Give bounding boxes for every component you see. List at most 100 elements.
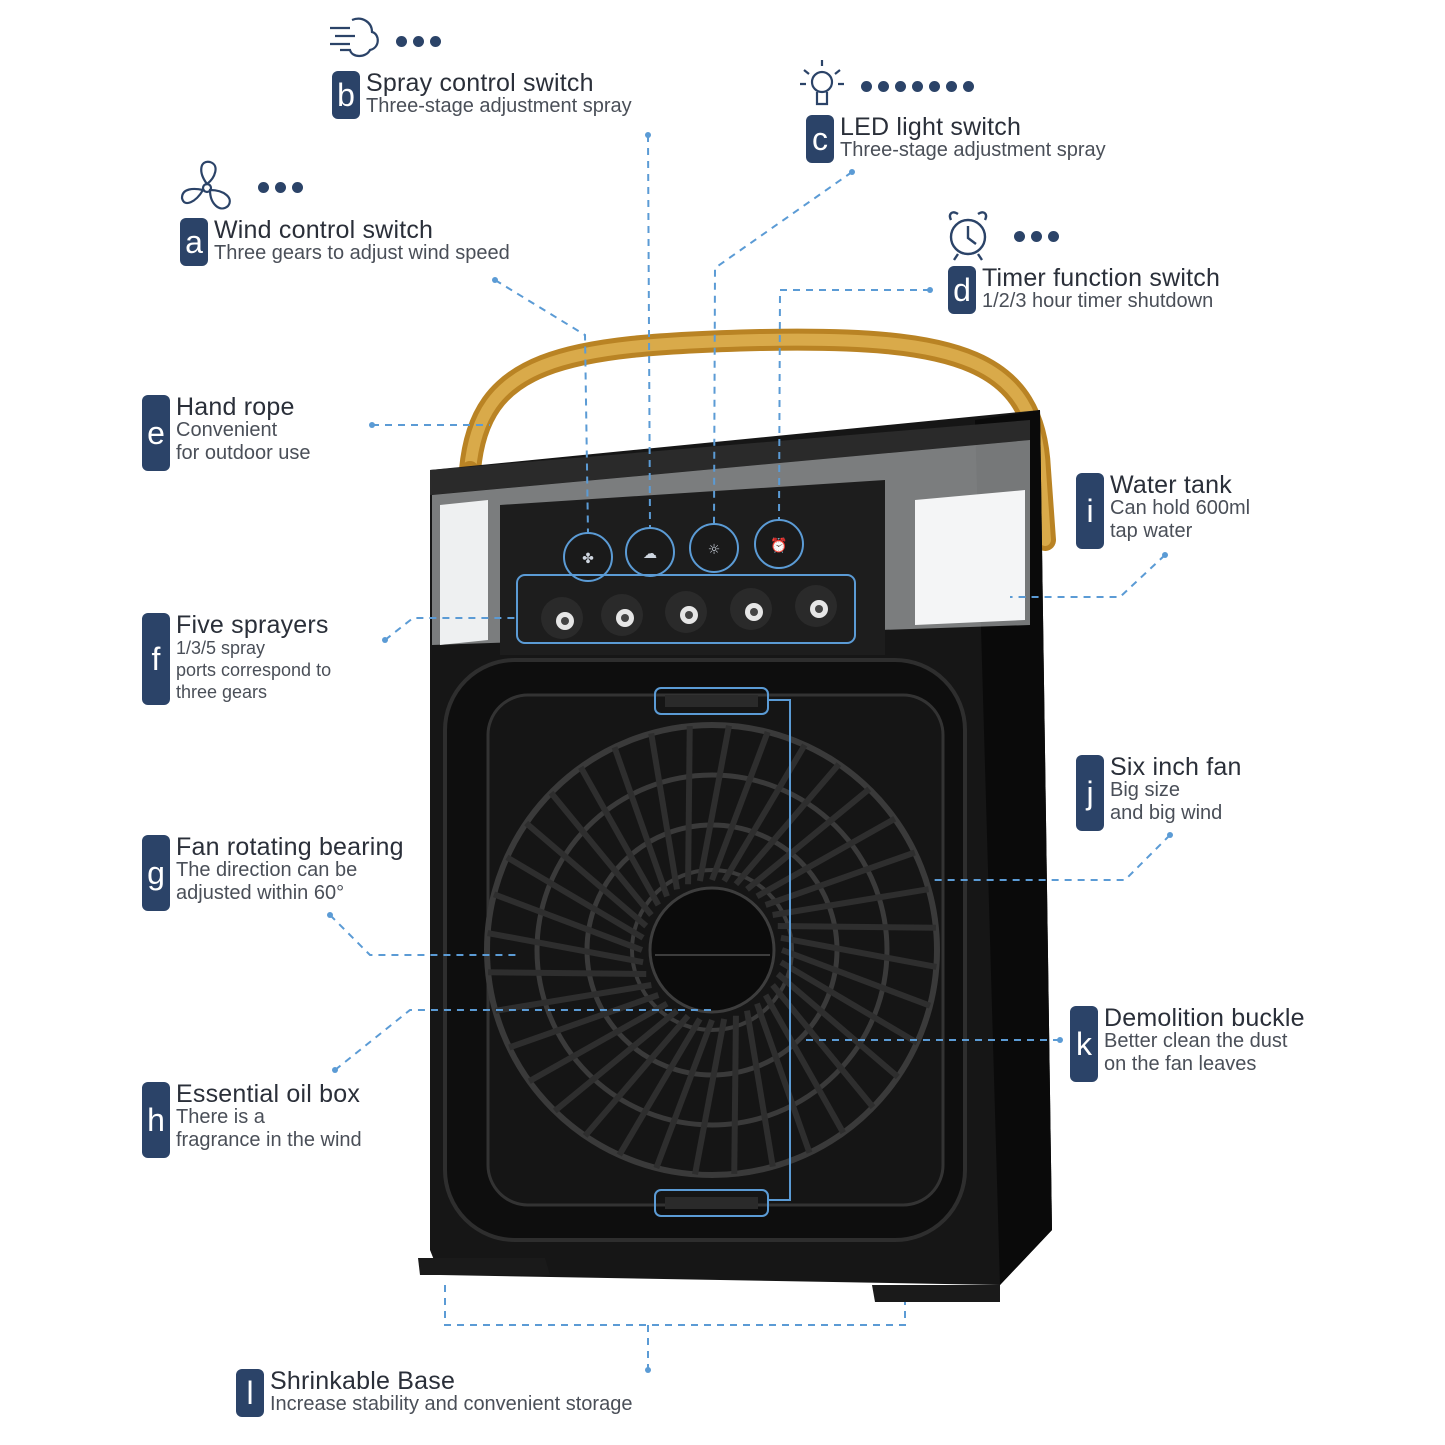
fan-spoke (548, 790, 654, 917)
callout-shrinkable-base: l Shrinkable Base Increase stability and… (236, 1369, 632, 1417)
base-foot-left (418, 1258, 550, 1275)
callout-timer: d Timer function switch 1/2/3 hour timer… (948, 266, 1220, 314)
callout-desc: Can hold 600ml (1110, 497, 1251, 519)
badge-a: a (180, 218, 208, 266)
svg-text:☁: ☁ (643, 546, 657, 562)
indicator-dot (413, 36, 424, 47)
callout-hand-rope: e Hand rope Convenient for outdoor use (142, 395, 311, 471)
fan-spoke (524, 820, 649, 929)
callout-title: Six inch fan (1110, 753, 1242, 781)
badge-l: l (236, 1369, 264, 1417)
callout-water-tank: i Water tank Can hold 600ml tap water (1076, 473, 1250, 549)
fan-spoke (775, 971, 900, 1080)
fan-spoke (653, 1018, 715, 1170)
fan-spoke (780, 934, 937, 970)
callout-five-sprayers: f Five sprayers 1/3/5 spray ports corres… (142, 613, 331, 705)
svg-text:✤: ✤ (582, 551, 594, 567)
fan-spoke (494, 982, 652, 1014)
badge-i: i (1076, 473, 1104, 549)
fan-spoke (492, 891, 644, 953)
badge-h: h (142, 1082, 170, 1158)
callout-desc: 1/3/5 spray (176, 638, 266, 658)
callout-desc: Big size (1110, 779, 1181, 801)
fan-spoke (505, 854, 645, 941)
callout-desc: Three gears to adjust wind speed (214, 242, 510, 264)
badge-g: g (142, 835, 170, 911)
fan-spoke (763, 993, 846, 1135)
badge-j: j (1076, 755, 1104, 831)
fan-spoke (488, 969, 647, 977)
badge-c: c (806, 115, 834, 163)
fan-spoke (733, 762, 842, 887)
callout-desc: Better clean the dust (1104, 1030, 1288, 1052)
callout-wind-control: a Wind control switch Three gears to adj… (180, 218, 510, 266)
indicator-dot (912, 81, 923, 92)
fan-spoke (611, 746, 670, 898)
callout-desc: and big wind (1110, 802, 1223, 824)
fan-spoke (777, 923, 936, 931)
indicator-dot (878, 81, 889, 92)
callout-desc: three gears (176, 682, 268, 702)
fan-spoke (648, 732, 680, 890)
callout-title: Water tank (1110, 471, 1232, 499)
callout-desc: Three-stage adjustment spray (366, 95, 632, 117)
fan-spoke (709, 730, 771, 882)
callout-title: Fan rotating bearing (176, 833, 404, 861)
badge-d: d (948, 266, 976, 314)
light-bulb-icon (800, 60, 844, 106)
fan-spoke (731, 1015, 739, 1174)
alarm-clock-icon (948, 211, 988, 261)
fan-spoke (745, 786, 872, 892)
fan-spoke (754, 1002, 813, 1154)
timer-dots-row (996, 231, 1059, 242)
fan-spoke (721, 743, 808, 883)
fan-spoke (780, 947, 932, 1009)
spray-dots-row (378, 36, 441, 47)
callout-spray-control: b Spray control switch Three-stage adjus… (332, 71, 632, 119)
callout-essential-oil: h Essential oil box There is a fragrance… (142, 1082, 362, 1158)
fan-spoke (772, 886, 930, 918)
leader-dots (327, 132, 1173, 1373)
callout-desc: ports correspond to (176, 660, 332, 680)
callout-led-light: c LED light switch Three-stage adjustmen… (806, 115, 1106, 163)
fan-spoke (578, 765, 661, 907)
svg-text:⏰: ⏰ (770, 536, 787, 554)
indicator-dot (275, 182, 286, 193)
callout-title: Five sprayers (176, 611, 329, 639)
indicator-dot (292, 182, 303, 193)
indicator-dot (861, 81, 872, 92)
indicator-dot (963, 81, 974, 92)
indicator-dot (895, 81, 906, 92)
spray-icon (330, 17, 379, 58)
fan-spoke (696, 725, 732, 882)
wind-dots-row (240, 182, 303, 193)
fan-spokes (487, 725, 937, 1175)
callout-six-inch-fan: j Six inch fan Big size and big wind (1076, 755, 1242, 831)
indicator-dot (1014, 231, 1025, 242)
indicator-dot (430, 36, 441, 47)
sprayers-frame (516, 574, 856, 644)
callout-desc: The direction can be (176, 859, 358, 881)
callout-title: Spray control switch (366, 69, 594, 97)
fan-spoke (744, 1010, 776, 1168)
callout-desc: on the fan leaves (1104, 1053, 1257, 1075)
leader-lines (329, 134, 1171, 1370)
sprayer-nozzles (541, 585, 837, 639)
callout-title: Wind control switch (214, 216, 434, 244)
callout-desc: for outdoor use (176, 442, 311, 464)
callout-title: LED light switch (840, 113, 1022, 141)
callout-desc: fragrance in the wind (176, 1129, 362, 1151)
indicator-dot (1031, 231, 1042, 242)
indicator-dot (258, 182, 269, 193)
callout-desc: tap water (1110, 520, 1193, 542)
fan-spoke (692, 1018, 728, 1175)
fan-spoke (508, 992, 660, 1051)
fan-icon (180, 160, 231, 210)
indicator-dot (946, 81, 957, 92)
top-lid (430, 420, 1030, 495)
fan-spoke (685, 726, 693, 885)
fan-spoke (755, 816, 897, 899)
light-dots-row (843, 81, 974, 92)
